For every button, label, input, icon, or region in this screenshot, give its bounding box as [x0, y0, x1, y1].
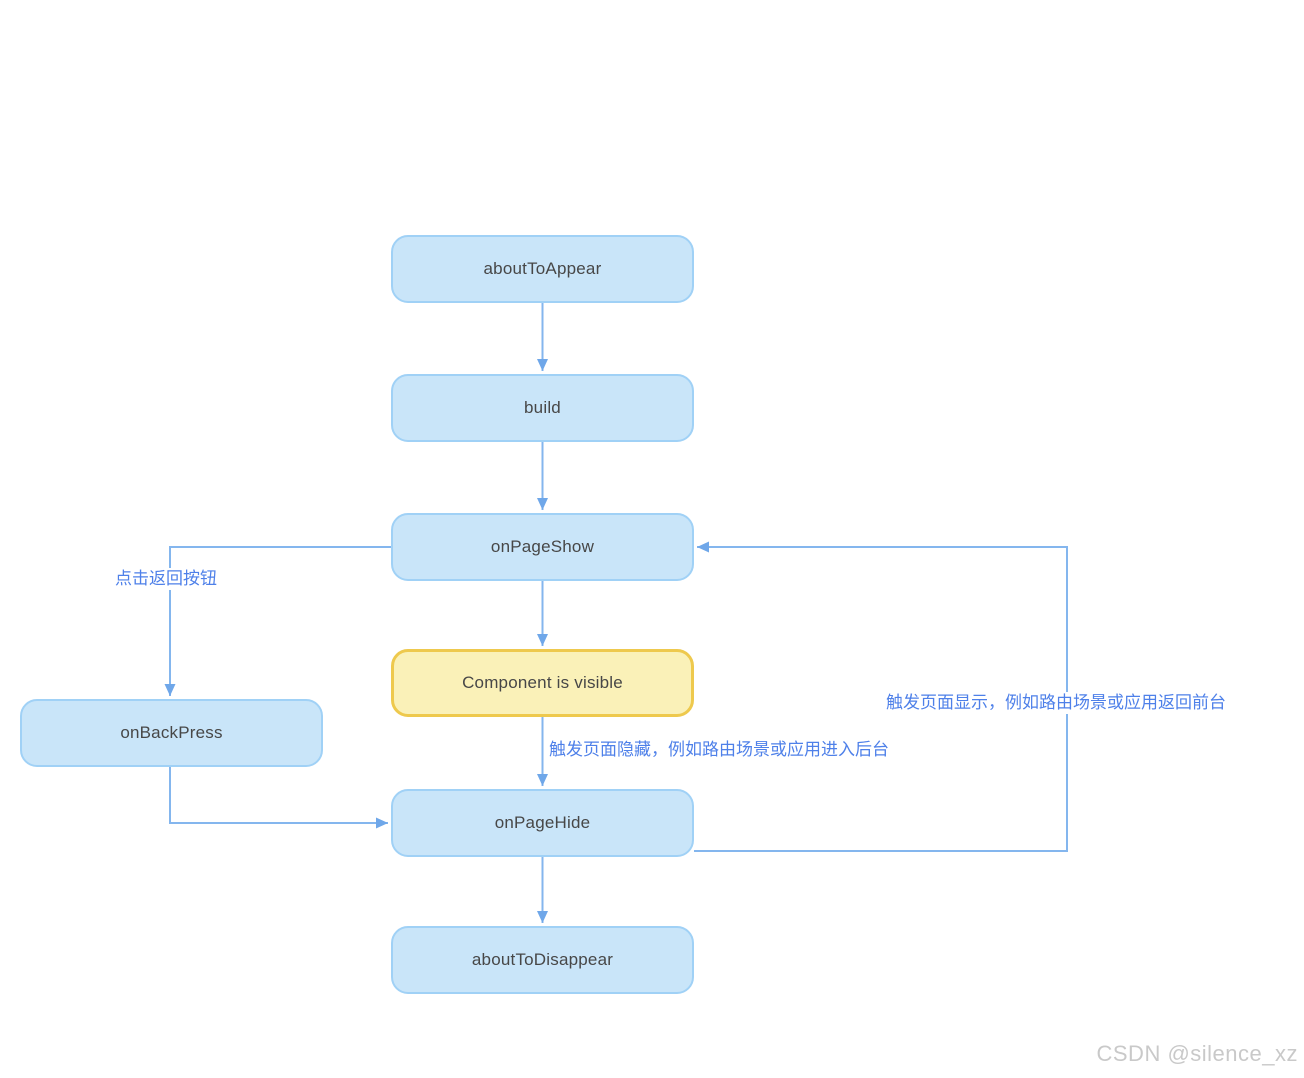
node-on-page-hide: onPageHide	[391, 789, 694, 857]
node-on-back-press: onBackPress	[20, 699, 323, 767]
node-about-to-appear: aboutToAppear	[391, 235, 694, 303]
edge-label-page-hide: 触发页面隐藏，例如路由场景或应用进入后台	[547, 739, 891, 762]
arrow-onBackPress-to-onPageHide	[169, 767, 388, 829]
csdn-watermark: CSDN @silence_xz	[1096, 1041, 1298, 1066]
edge-label-back-press: 点击返回按钮	[113, 568, 219, 591]
arrow-onPageShow-to-onBackPress	[164, 546, 391, 696]
node-on-page-show: onPageShow	[391, 513, 694, 581]
node-build: build	[391, 374, 694, 442]
edge-label-page-show: 触发页面显示，例如路由场景或应用返回前台	[884, 692, 1228, 715]
node-about-to-disappear: aboutToDisappear	[391, 926, 694, 994]
node-component-is-visible: Component is visible	[391, 649, 694, 717]
